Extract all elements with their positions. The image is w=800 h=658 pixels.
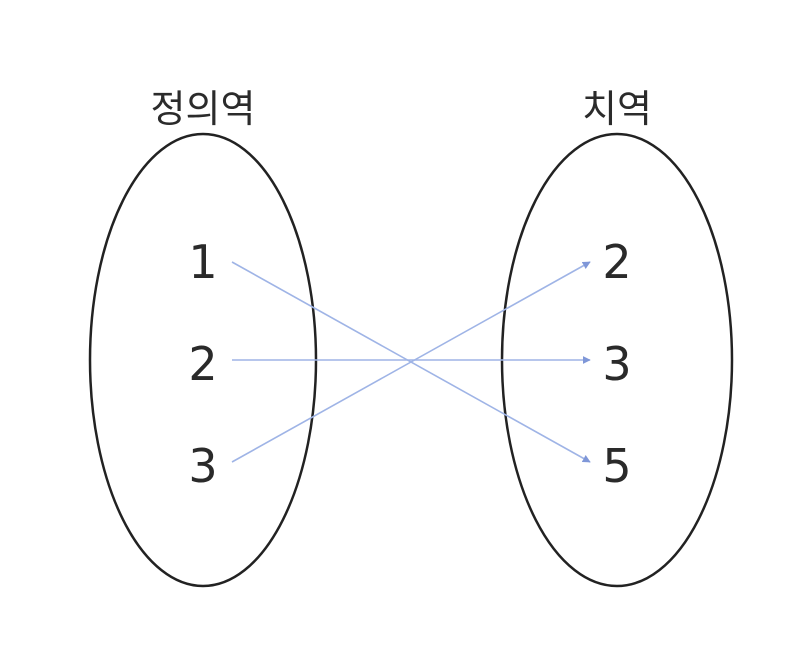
codomain-element-3: 3 [602,337,631,391]
codomain-element-2: 2 [602,235,631,289]
domain-element-1: 1 [188,235,217,289]
mapping-arrow-3-to-2 [231,261,591,463]
codomain-title: 치역 [582,87,652,131]
codomain-element-5: 5 [602,439,631,493]
domain-element-3: 3 [188,439,217,493]
mapping-lines [231,261,591,463]
domain-element-2: 2 [188,337,217,391]
domain-title: 정의역 [151,87,256,131]
